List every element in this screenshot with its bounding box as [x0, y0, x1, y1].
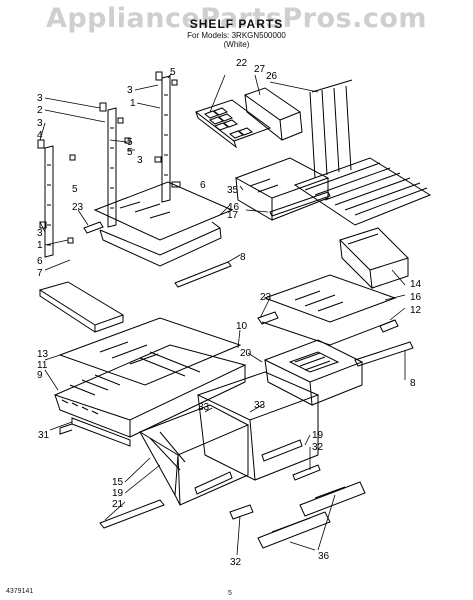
small-drawer-20: [263, 339, 364, 406]
callout-15: 15: [112, 477, 124, 488]
drawer-slide-32: [229, 464, 321, 520]
callout-11: 11: [37, 360, 48, 371]
callout-3: 3: [127, 85, 133, 96]
callout-20: 20: [240, 348, 252, 359]
shelf-rail-8-lower: [354, 341, 414, 367]
callout-32: 32: [230, 557, 242, 568]
callout-17: 17: [227, 210, 239, 221]
callout-8: 8: [240, 252, 246, 263]
shelf-ladder-front-left: [44, 145, 54, 258]
left-crisper-drawer: [138, 404, 250, 506]
right-glass-shelf: [257, 274, 399, 346]
cover-panel-13: [38, 281, 125, 333]
callout-2: 2: [37, 105, 43, 116]
callout-14: 14: [410, 279, 422, 290]
shelf-rail-8-upper: [174, 261, 232, 288]
callout-3: 3: [37, 228, 43, 239]
callout-32: 32: [312, 442, 324, 453]
callout-6: 6: [200, 180, 206, 191]
callout-9: 9: [37, 370, 43, 381]
models-line: For Models: 3RKGN500000: [187, 31, 286, 40]
callout-16: 16: [410, 292, 422, 303]
shelf-ladder-rear-left: [107, 107, 117, 228]
shelf-ladder-rear-right: [161, 75, 171, 203]
callout-21: 21: [112, 499, 124, 510]
callout-19: 19: [312, 430, 324, 441]
callout-31: 31: [38, 430, 50, 441]
mounting-clips: [37, 71, 181, 244]
callout-1: 1: [130, 98, 136, 109]
meat-drawer: [234, 157, 330, 221]
upper-glass-shelf: [93, 181, 234, 267]
callout-5: 5: [127, 147, 133, 158]
callout-1: 1: [37, 240, 43, 251]
door-bin-14: [339, 227, 409, 290]
callout-10: 10: [236, 321, 248, 332]
crisper-cover-frame: [53, 344, 247, 438]
callout-5: 5: [127, 137, 133, 148]
drawer-front-panels-36: [257, 481, 366, 549]
color-line: (White): [223, 40, 250, 49]
callout-13: 13: [37, 349, 49, 360]
drawer-slide-17: [269, 191, 331, 217]
page-number: 5: [228, 590, 232, 597]
callout-3: 3: [37, 93, 43, 104]
callout-27: 27: [254, 64, 266, 75]
watermark: AppliancePartsPros.com: [45, 3, 428, 34]
shelf-trim-23: [83, 221, 104, 234]
callout-5: 5: [72, 184, 78, 195]
callout-3: 3: [37, 118, 43, 129]
tray-cover-27: [243, 87, 303, 141]
callout-labels: 3 2 3 4 5 3 1 5 5 3 5 6 23 3 1 6 7 16 8 …: [37, 58, 422, 568]
callout-33: 33: [198, 402, 210, 413]
callout-12: 12: [410, 305, 422, 316]
callout-19: 19: [112, 488, 124, 499]
callout-16: 16: [228, 202, 240, 213]
drawer-rail-21: [99, 499, 165, 529]
callout-33: 33: [254, 400, 266, 411]
callout-26: 26: [266, 71, 278, 82]
callout-23: 23: [260, 292, 272, 303]
callout-35: 35: [227, 185, 239, 196]
callout-6: 6: [37, 256, 43, 267]
callout-5: 5: [170, 67, 176, 78]
callout-23: 23: [72, 202, 84, 213]
page-title: SHELF PARTS: [189, 17, 284, 31]
middle-glass-shelf: [58, 317, 242, 386]
leader-lines: [39, 73, 406, 556]
callout-36: 36: [318, 551, 330, 562]
document-number: 4379141: [6, 588, 34, 595]
right-crisper-drawer: [196, 371, 320, 481]
callout-7: 7: [37, 268, 43, 279]
callout-3: 3: [137, 155, 143, 166]
wire-shelf-26: [293, 79, 432, 226]
egg-tray-22: [194, 99, 272, 149]
callout-4: 4: [37, 130, 43, 141]
callout-8: 8: [410, 378, 416, 389]
callout-22: 22: [236, 58, 248, 69]
